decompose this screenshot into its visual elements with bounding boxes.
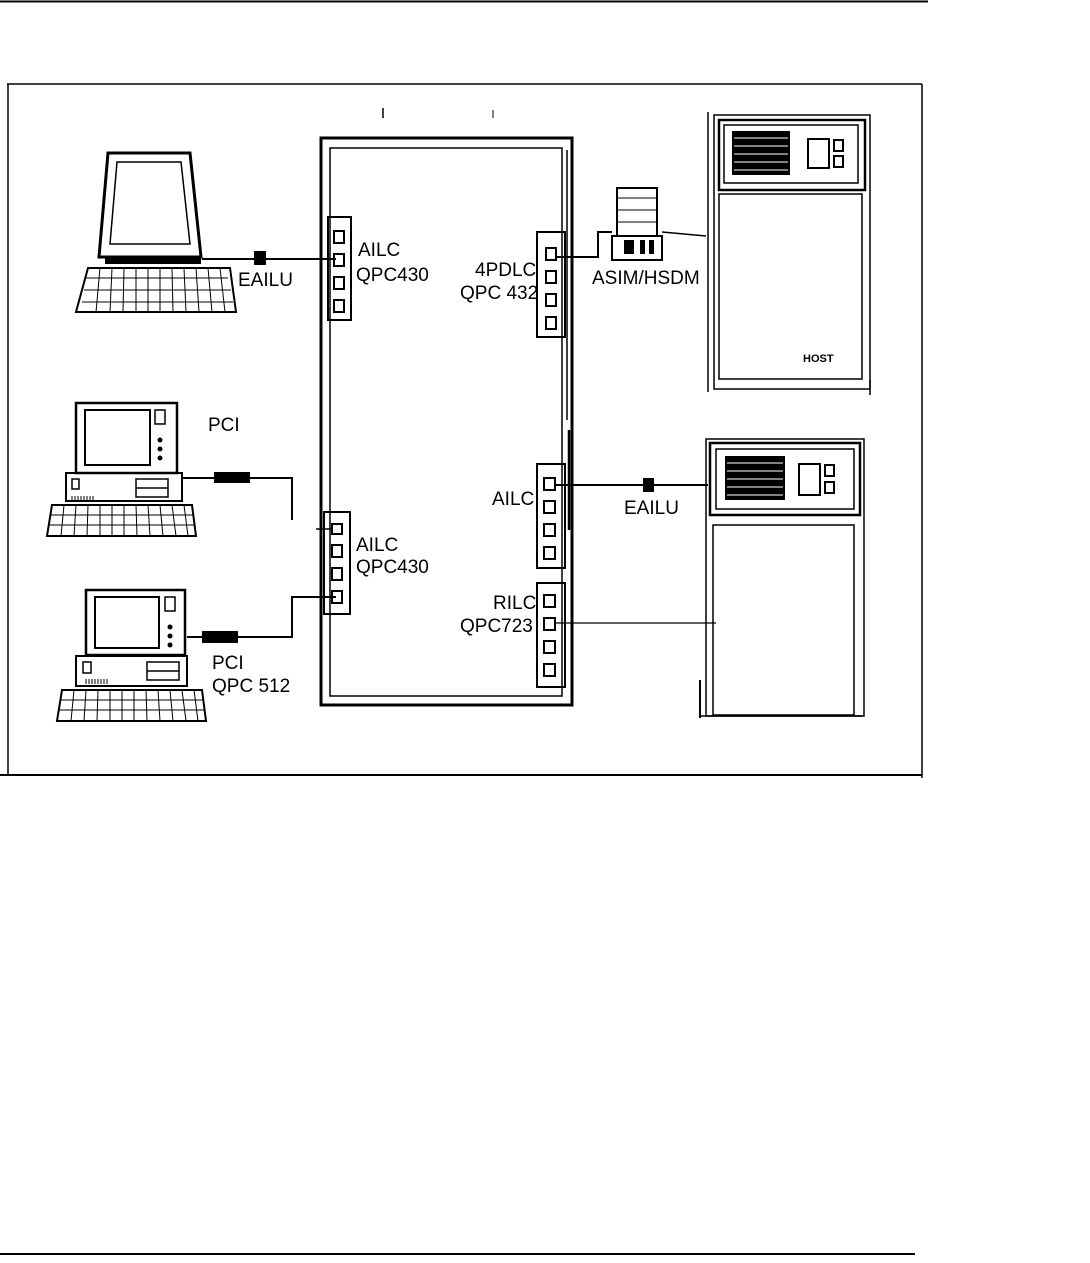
ailc-card-right: [536, 463, 566, 569]
asim-hsdm-module-icon: [611, 187, 663, 261]
pc-icon-middle: [45, 401, 198, 537]
pci-adapter-middle: [214, 472, 250, 483]
remote-computer-icon: [699, 438, 865, 718]
asim-host-link: [661, 231, 707, 237]
eailu-left-label: EAILU: [238, 270, 293, 291]
pdlc-code: QPC 432: [460, 283, 538, 304]
terminal-icon: [74, 151, 238, 313]
ailc-top-label: AILC: [358, 240, 400, 261]
ailc-bottom-code: QPC430: [356, 557, 429, 578]
ailc-card-bottom: [323, 511, 351, 615]
host-computer-icon: [707, 112, 871, 395]
pdlc-card: [536, 231, 566, 338]
host-label: HOST: [803, 353, 834, 365]
asim-label: ASIM/HSDM: [592, 268, 700, 289]
pdlc-label: 4PDLC: [475, 260, 536, 281]
ailc-top-code: QPC430: [356, 265, 429, 286]
figure-frame: [0, 83, 923, 778]
eailu-adapter-right: [643, 478, 654, 492]
pci-bottom-label: PCI: [212, 653, 244, 674]
pci-bottom-code: QPC 512: [212, 676, 290, 697]
rilc-card: [536, 582, 566, 688]
pci-middle-label: PCI: [208, 415, 240, 436]
eailu-adapter-left: [254, 251, 266, 265]
ailc-bottom-label: AILC: [356, 535, 398, 556]
pdlc-asim-link: [556, 231, 612, 258]
ailc-right-label: AILC: [492, 489, 534, 510]
rilc-code: QPC723: [460, 616, 533, 637]
pc-icon-bottom: [55, 588, 208, 722]
ailc-card-top: [327, 216, 352, 321]
pci-adapter-bottom: [202, 631, 238, 643]
pc-bottom-link: [187, 596, 336, 638]
eailu-right-label: EAILU: [624, 498, 679, 519]
switch-cabinet: [319, 136, 574, 707]
pc-middle-link: [182, 477, 293, 520]
rilc-label: RILC: [493, 593, 536, 614]
